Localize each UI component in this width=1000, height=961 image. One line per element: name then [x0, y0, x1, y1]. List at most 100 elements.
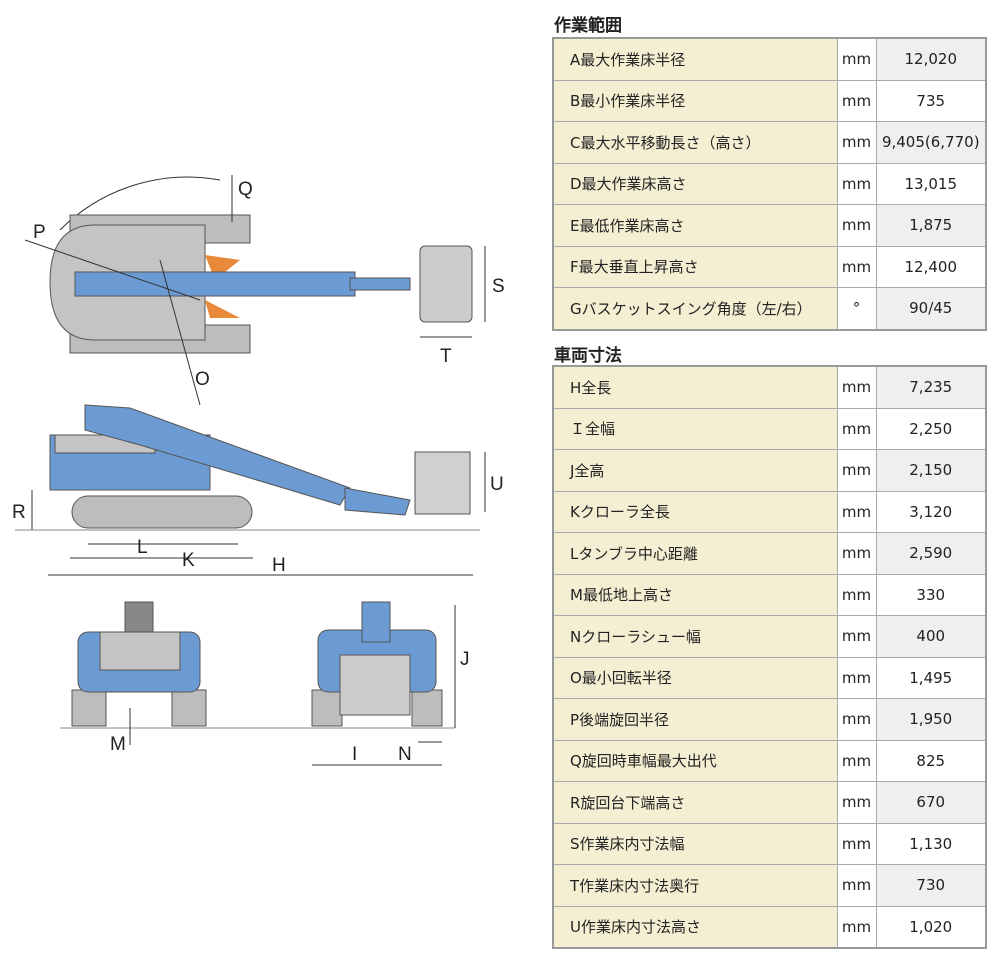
- machine-dimension-diagram: P Q O S T R U L K H M J I N: [12, 175, 505, 766]
- spec-unit: mm: [836, 781, 877, 824]
- spec-label: U作業床内寸法高さ: [552, 905, 838, 949]
- label-I: I: [352, 744, 357, 765]
- spec-value: 3,120: [875, 490, 987, 533]
- spec-row: Gバスケットスイング角度（左/右）°90/45: [552, 287, 987, 330]
- spec-value: 2,250: [875, 407, 987, 450]
- spec-unit: mm: [836, 245, 877, 288]
- spec-value: 2,150: [875, 449, 987, 492]
- spec-value: 2,590: [875, 532, 987, 575]
- spec-label: Q旋回時車幅最大出代: [552, 739, 838, 782]
- spec-unit: °: [836, 287, 877, 330]
- top-view: [24, 175, 486, 406]
- spec-label: O最小回転半径: [552, 656, 838, 699]
- spec-unit: mm: [836, 739, 877, 782]
- label-Q: Q: [238, 179, 253, 200]
- spec-label: P後端旋回半径: [552, 698, 838, 741]
- spec-label: R旋回台下端高さ: [552, 781, 838, 824]
- spec-value: 9,405(6,770): [875, 121, 987, 164]
- spec-unit: mm: [836, 407, 877, 450]
- label-T: T: [440, 346, 452, 367]
- spec-value: 12,400: [875, 245, 987, 288]
- spec-label: M最低地上高さ: [552, 573, 838, 616]
- vehicle-dims-title: 車両寸法: [554, 346, 622, 366]
- spec-unit: mm: [836, 449, 877, 492]
- label-J: J: [460, 649, 470, 670]
- spec-unit: mm: [836, 162, 877, 205]
- spec-unit: mm: [836, 698, 877, 741]
- spec-unit: mm: [836, 204, 877, 247]
- front-rear-views: [60, 601, 456, 766]
- spec-label: D最大作業床高さ: [552, 162, 838, 205]
- spec-value: 13,015: [875, 162, 987, 205]
- spec-value: 1,130: [875, 822, 987, 865]
- spec-value: 730: [875, 864, 987, 907]
- spec-unit: mm: [836, 656, 877, 699]
- spec-label: J全高: [552, 449, 838, 492]
- spec-value: 7,235: [875, 365, 987, 409]
- spec-label: Ｉ全幅: [552, 407, 838, 450]
- spec-unit: mm: [836, 573, 877, 616]
- spec-label: F最大垂直上昇高さ: [552, 245, 838, 288]
- spec-label: B最小作業床半径: [552, 79, 838, 122]
- spec-label: H全長: [552, 365, 838, 409]
- spec-unit: mm: [836, 532, 877, 575]
- label-S: S: [492, 276, 505, 297]
- spec-label: Kクローラ全長: [552, 490, 838, 533]
- label-U: U: [490, 474, 504, 495]
- spec-unit: mm: [836, 79, 877, 122]
- spec-value: 1,495: [875, 656, 987, 699]
- spec-value: 330: [875, 573, 987, 616]
- spec-label: C最大水平移動長さ（高さ）: [552, 121, 838, 164]
- spec-unit: mm: [836, 905, 877, 949]
- spec-label: Nクローラシュー幅: [552, 615, 838, 658]
- spec-unit: mm: [836, 490, 877, 533]
- label-N: N: [398, 744, 412, 765]
- spec-unit: mm: [836, 864, 877, 907]
- spec-label: T作業床内寸法奥行: [552, 864, 838, 907]
- side-view: [15, 404, 486, 576]
- spec-label: E最低作業床高さ: [552, 204, 838, 247]
- spec-value: 735: [875, 79, 987, 122]
- label-R: R: [12, 502, 26, 523]
- spec-value: 1,020: [875, 905, 987, 949]
- spec-label: A最大作業床半径: [552, 37, 838, 81]
- spec-label: Gバスケットスイング角度（左/右）: [552, 287, 838, 330]
- spec-value: 670: [875, 781, 987, 824]
- spec-value: 1,950: [875, 698, 987, 741]
- work-range-title: 作業範囲: [554, 16, 622, 36]
- spec-unit: mm: [836, 37, 877, 81]
- label-K: K: [182, 550, 195, 571]
- label-H: H: [272, 555, 286, 576]
- label-L: L: [137, 537, 148, 558]
- spec-unit: mm: [836, 822, 877, 865]
- spec-value: 825: [875, 739, 987, 782]
- spec-label: Lタンブラ中心距離: [552, 532, 838, 575]
- label-M: M: [110, 734, 126, 755]
- spec-unit: mm: [836, 365, 877, 409]
- label-P: P: [33, 222, 46, 243]
- spec-unit: mm: [836, 615, 877, 658]
- spec-value: 400: [875, 615, 987, 658]
- label-O: O: [195, 369, 210, 390]
- spec-value: 12,020: [875, 37, 987, 81]
